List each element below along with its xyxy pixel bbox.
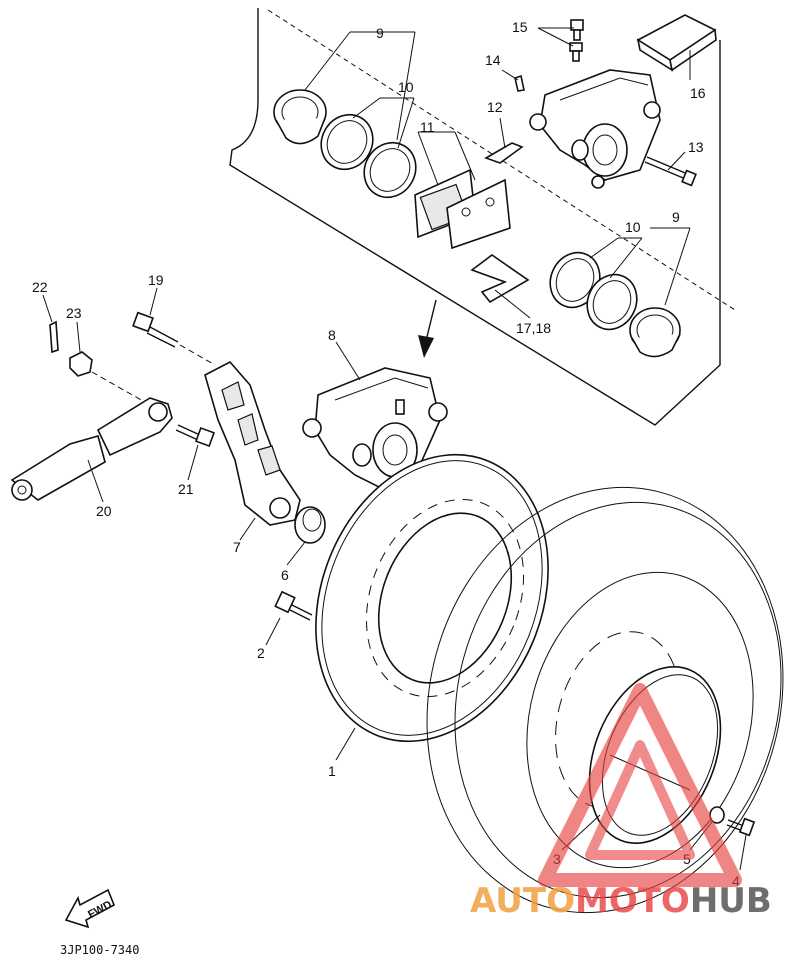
bolt-4 (726, 817, 756, 837)
brake-pads-11 (414, 168, 511, 250)
callout-22: 22 (32, 279, 48, 295)
caliper-cap-16 (636, 14, 717, 72)
brake-disc-1 (315, 453, 549, 743)
detail-arrow (418, 299, 437, 358)
nut-23 (69, 351, 93, 377)
callout-17-18: 17,18 (516, 320, 551, 336)
callout-9-top: 9 (376, 25, 384, 41)
caliper-assembly-8 (302, 367, 448, 491)
pad-support-17-18 (470, 254, 530, 304)
callout-2: 2 (257, 645, 265, 661)
callout-1: 1 (328, 763, 336, 779)
callout-11: 11 (420, 119, 435, 135)
bolt-2 (274, 590, 313, 621)
callout-14: 14 (485, 52, 501, 68)
caliper-bracket-7 (204, 360, 301, 526)
callout-23: 23 (66, 305, 82, 321)
callout-21: 21 (178, 481, 194, 497)
brake-plate-3 (588, 665, 722, 845)
callout-15: 15 (512, 19, 528, 35)
callout-19: 19 (148, 272, 164, 288)
callout-7: 7 (233, 539, 241, 555)
wheel-hub (426, 486, 784, 914)
piston-9-right (629, 307, 681, 358)
callout-8: 8 (328, 327, 336, 343)
callout-10-top: 10 (398, 79, 414, 95)
callout-10-right: 10 (625, 219, 641, 235)
seals-10-right (549, 251, 638, 331)
bolt-21 (175, 424, 215, 447)
leader-lines (42, 27, 747, 871)
pad-pin-13 (644, 156, 697, 187)
callout-13: 13 (688, 139, 704, 155)
callout-9-right: 9 (672, 209, 680, 225)
collar-6 (294, 506, 326, 544)
cotter-pin-22 (49, 320, 59, 354)
detail-frame (229, 8, 736, 426)
callout-16: 16 (690, 85, 706, 101)
callout-20: 20 (96, 503, 112, 519)
watermark-moto: MOTO (575, 881, 690, 921)
callout-6: 6 (281, 567, 289, 583)
bleed-screws-15 (569, 19, 584, 62)
bolt-19 (132, 311, 179, 348)
torque-rod-20 (10, 397, 173, 501)
clip-14 (514, 74, 525, 92)
watermark-logo (538, 683, 742, 887)
diagram-code: 3JP100-7340 (60, 943, 139, 957)
watermark-auto: AUTO (470, 881, 575, 921)
piston-9-top (273, 89, 327, 145)
callout-12: 12 (487, 99, 503, 115)
pad-spring-12 (484, 142, 524, 164)
caliper-body-detail (529, 69, 661, 189)
seals-10-top (320, 113, 417, 199)
fwd-arrow-icon: FWD (64, 888, 116, 929)
watermark-text: AUTOMOTOHUB (470, 881, 772, 921)
watermark-hub: HUB (690, 881, 772, 921)
